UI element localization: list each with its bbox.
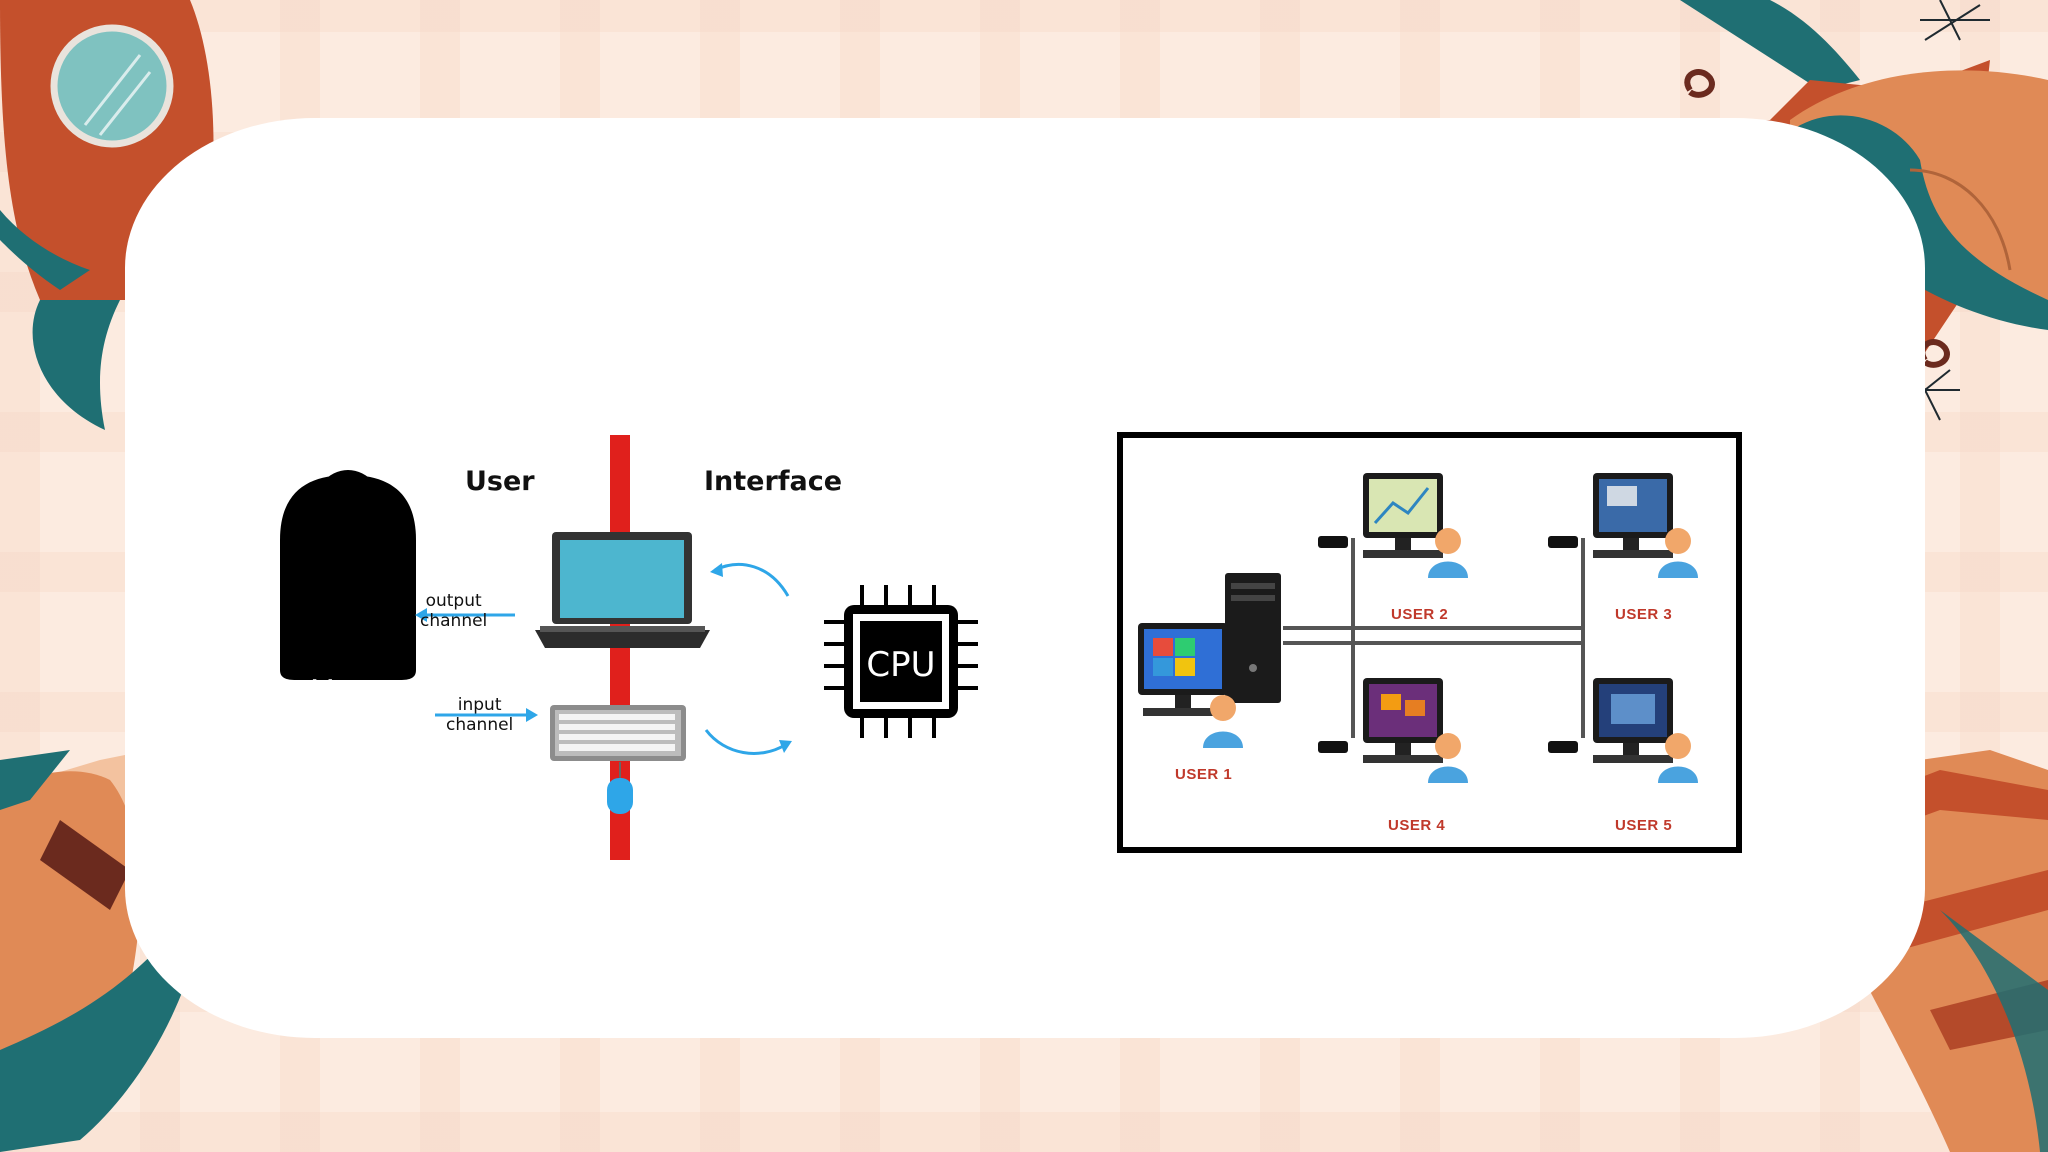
input-to-cpu-arrow	[704, 729, 792, 755]
workstation-user-5	[1548, 678, 1698, 783]
output-label-line2: channel	[420, 611, 488, 631]
laptop-icon	[535, 532, 710, 648]
user-3-label: USER 3	[1615, 606, 1673, 623]
input-label-line2: channel	[446, 715, 514, 735]
user-person-icon	[280, 470, 416, 680]
cpu-to-display-arrow	[710, 562, 790, 597]
keyboard-icon	[550, 705, 686, 761]
cpu-label: CPU	[866, 645, 936, 685]
server-tower-icon	[1225, 573, 1281, 703]
header-user: User	[465, 466, 535, 497]
output-arrow	[415, 608, 515, 622]
output-channel-label: output channel	[420, 591, 487, 631]
cpu-chip-icon	[824, 585, 978, 738]
person-label: User	[310, 673, 388, 713]
user-5-label: USER 5	[1615, 817, 1673, 834]
network-cables	[1283, 538, 1585, 738]
output-label-line1: output	[425, 591, 482, 611]
input-arrow	[435, 708, 538, 722]
header-interface: Interface	[704, 466, 843, 497]
multi-user-network-diagram: USER 1 USER 2 USER 3 USER 4 USER 5	[1117, 432, 1742, 853]
workstation-user-2	[1318, 473, 1468, 578]
workstation-user-3	[1548, 473, 1698, 578]
input-channel-label: input channel	[446, 695, 513, 735]
user-4-label: USER 4	[1388, 817, 1446, 834]
workstation-user-4	[1318, 678, 1468, 783]
user-interface-diagram: User Interface User output channel input…	[270, 430, 1000, 865]
user-2-label: USER 2	[1391, 606, 1449, 623]
mouse-icon	[607, 762, 633, 814]
workstation-user-1	[1138, 623, 1243, 748]
user-1-label: USER 1	[1175, 766, 1233, 783]
input-label-line1: input	[457, 695, 502, 715]
